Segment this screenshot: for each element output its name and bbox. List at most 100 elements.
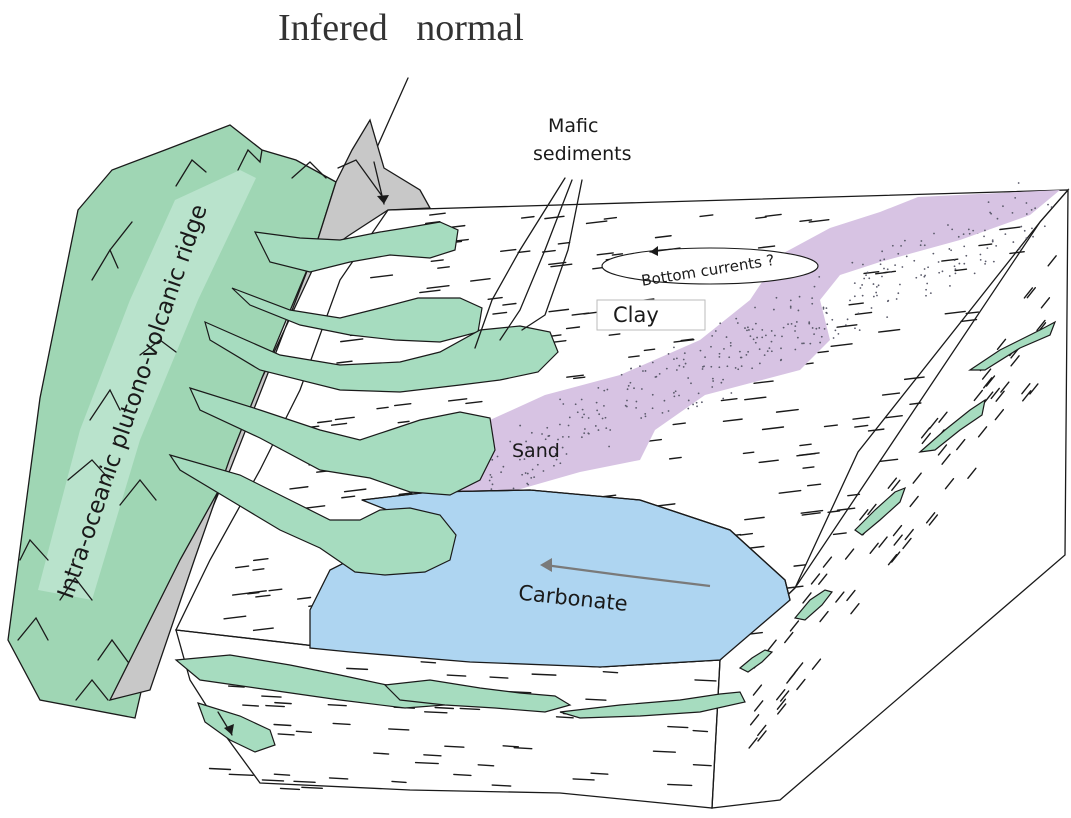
mafic-lens-side-1 xyxy=(970,322,1055,370)
clay-dash xyxy=(587,221,607,223)
sand-grain xyxy=(754,307,756,309)
sand-grain xyxy=(1031,209,1033,211)
sand-grain xyxy=(954,268,956,270)
clay-dash xyxy=(759,246,775,248)
front-face-dash xyxy=(374,753,389,754)
sand-grain xyxy=(930,292,932,294)
sand-grain xyxy=(583,432,585,434)
sand-grain xyxy=(1031,228,1033,230)
sand-grain xyxy=(1026,202,1028,204)
sand-grain xyxy=(859,329,861,331)
sand-grain xyxy=(635,407,637,409)
sand-grain xyxy=(606,389,608,391)
sand-grain xyxy=(751,367,753,369)
front-face-dash xyxy=(514,748,532,749)
sand-grain xyxy=(688,400,690,402)
clay-dash xyxy=(342,496,355,498)
sand-grain xyxy=(700,350,702,352)
sand-grain xyxy=(603,390,605,392)
sand-grain xyxy=(583,413,585,415)
sand-grain xyxy=(521,474,523,476)
sand-grain xyxy=(765,334,767,336)
clay-dash xyxy=(800,220,812,221)
clay-dash xyxy=(788,586,803,588)
sand-grain xyxy=(990,213,992,215)
sand-grain xyxy=(986,247,988,249)
sand-grain xyxy=(913,260,915,262)
clay-dash xyxy=(779,491,800,494)
side-face-dash xyxy=(903,538,911,548)
sand-grain xyxy=(532,469,534,471)
sand-grain xyxy=(797,337,799,339)
side-face-dash xyxy=(892,552,900,562)
sand-grain xyxy=(899,284,901,286)
front-face-dash xyxy=(266,706,284,707)
sand-grain xyxy=(980,259,982,261)
sand-grain xyxy=(735,367,737,369)
sand-grain xyxy=(678,395,680,397)
sand-grain xyxy=(925,289,927,291)
sand-grain xyxy=(537,464,539,466)
side-face-dash xyxy=(749,738,757,748)
front-face-dash xyxy=(416,763,439,764)
sand-grain xyxy=(814,286,816,288)
clay-dash xyxy=(853,417,869,419)
side-face-dash xyxy=(755,701,763,711)
front-face-dash xyxy=(281,788,300,789)
sand-grain xyxy=(892,245,894,247)
sand-grain xyxy=(761,336,763,338)
sand-grain xyxy=(641,388,643,390)
clay-dash xyxy=(828,511,840,512)
clay-dash xyxy=(345,489,366,492)
side-face-dash xyxy=(870,543,878,553)
sand-grain xyxy=(813,333,815,335)
sand-grain xyxy=(924,244,926,246)
sand-grain xyxy=(720,382,722,384)
sand-grain xyxy=(865,274,867,276)
clay-dash xyxy=(670,457,681,458)
sand-grain xyxy=(559,424,561,426)
side-face-dash xyxy=(823,557,831,567)
sand-grain xyxy=(826,307,828,309)
sand-grain xyxy=(755,342,757,344)
side-face-dash xyxy=(939,412,947,422)
sand-grain xyxy=(685,363,687,365)
sand-grain xyxy=(577,411,579,413)
sand-grain xyxy=(636,401,638,403)
sand-grain xyxy=(801,343,803,345)
sand-grain xyxy=(747,326,749,328)
front-face-dash xyxy=(454,774,471,775)
sand-grain xyxy=(581,436,583,438)
clay-dash xyxy=(290,487,308,489)
clay-dash xyxy=(567,327,580,329)
sand-grain xyxy=(1012,241,1014,243)
sand-grain xyxy=(791,323,793,325)
side-face-dash xyxy=(986,376,994,386)
side-face-dash xyxy=(789,670,797,680)
clay-dash xyxy=(884,271,895,272)
side-face-dash xyxy=(751,715,759,725)
sand-grain xyxy=(690,382,692,384)
sand-grain xyxy=(887,268,889,270)
sand-grain xyxy=(969,233,971,235)
sand-grain xyxy=(527,484,529,486)
side-face-dash xyxy=(945,479,953,489)
sand-grain xyxy=(992,241,994,243)
sand-grain xyxy=(790,307,792,309)
clay-dash xyxy=(910,403,921,404)
sand-grain xyxy=(776,297,778,299)
sand-grain xyxy=(873,296,875,298)
sand-grain xyxy=(722,379,724,381)
sand-grain xyxy=(821,336,823,338)
front-face-dash xyxy=(294,781,315,782)
sand-grain xyxy=(553,465,555,467)
sand-grain xyxy=(595,425,597,427)
clay-dash xyxy=(395,404,411,406)
sand-grain xyxy=(818,276,820,278)
sand-grain xyxy=(712,378,714,380)
sand-grain xyxy=(764,354,766,356)
clay-dash xyxy=(740,534,752,535)
sand-grain xyxy=(584,428,586,430)
sand-grain xyxy=(559,462,561,464)
sand-grain xyxy=(490,488,492,490)
